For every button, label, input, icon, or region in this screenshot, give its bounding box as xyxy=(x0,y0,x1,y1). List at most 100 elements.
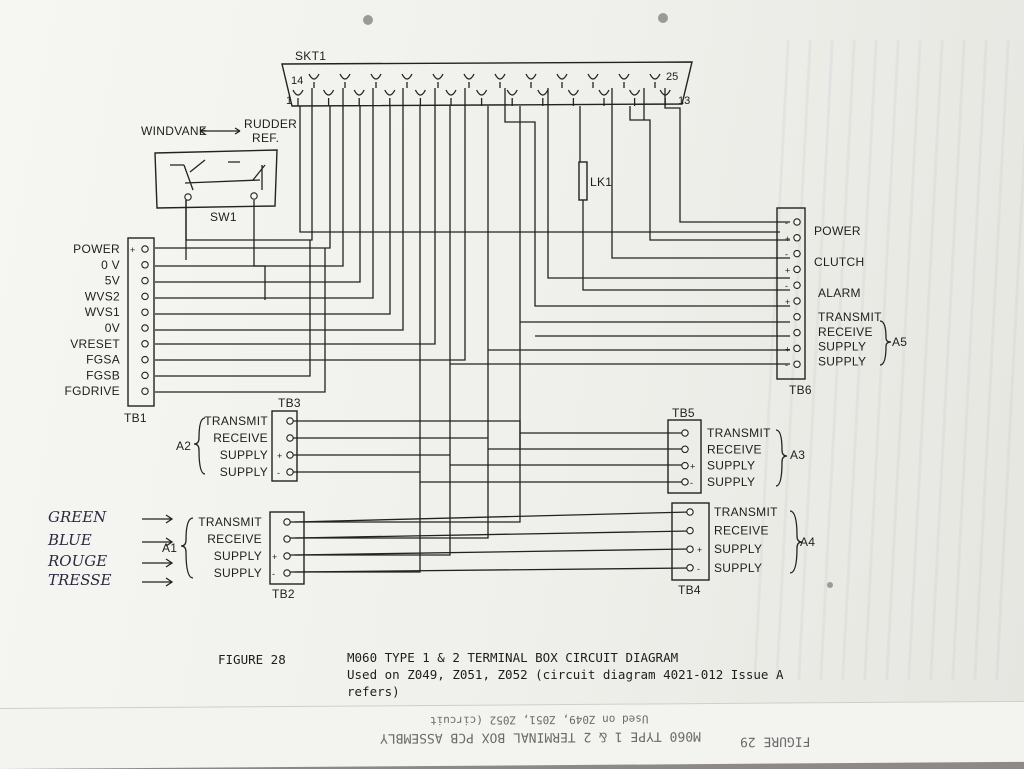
skt1-pin-14: 14 xyxy=(291,75,303,87)
skt1-pin-1: 1 xyxy=(286,95,292,107)
wire-trace xyxy=(155,88,344,267)
skt1-top-pin xyxy=(339,73,351,88)
skt1-bottom-pin xyxy=(445,89,457,106)
tb5-terminal xyxy=(681,478,689,486)
wire-trace xyxy=(292,420,685,434)
skt1-bottom-pin xyxy=(292,89,304,106)
handwritten-note: GREEN xyxy=(48,508,107,526)
tb6-terminal xyxy=(793,265,801,274)
tb1-terminal xyxy=(141,245,149,253)
a5-brace xyxy=(879,320,892,366)
tb6-label: TB6 xyxy=(789,383,812,397)
next-figure-usage: Used on Z049, Z051, Z052 (circuit xyxy=(430,712,649,727)
tb1-terminal-label: FGSA xyxy=(86,353,120,367)
tb6-terminal xyxy=(793,344,801,353)
wire-trace xyxy=(579,106,790,291)
punch-hole-left xyxy=(363,15,373,25)
tb6-terminal xyxy=(793,249,801,258)
handwritten-note: ROUGE xyxy=(47,552,107,570)
a4-brace xyxy=(789,510,803,574)
next-page-edge: FIGURE 29 M060 TYPE 1 & 2 TERMINAL BOX P… xyxy=(0,700,1024,769)
ref-label: REF. xyxy=(252,131,279,145)
tb3-polarity-sign: - xyxy=(277,468,280,478)
tb1-terminal-label: FGSB xyxy=(86,368,120,382)
wire-trace xyxy=(155,240,311,377)
tb1-terminal-label: 5V xyxy=(105,274,120,288)
wire-trace xyxy=(504,88,790,307)
manual-page: SKT1 14 25 1 13 LK1 WINDVANE RUDDER REF.… xyxy=(0,0,1024,710)
a1-brace xyxy=(180,517,194,579)
tb6-terminal xyxy=(793,281,801,289)
skt1-bottom-pin xyxy=(567,89,579,106)
tb5-terminal-label: SUPPLY xyxy=(707,475,755,489)
tb1-terminal xyxy=(141,371,149,380)
a1-label: A1 xyxy=(162,541,177,555)
switch-contacts xyxy=(170,159,266,191)
tb4-terminal-block xyxy=(671,502,710,581)
skt1-top-pin xyxy=(618,73,630,88)
figure-usage-line2: refers) xyxy=(347,684,400,699)
wire-trace xyxy=(155,106,331,249)
skt1-pin-13: 13 xyxy=(678,95,690,107)
arrow-icon xyxy=(142,577,174,587)
wire-trace xyxy=(155,88,404,331)
skt1-bottom-pin xyxy=(537,89,549,106)
tb4-terminal-label: RECEIVE xyxy=(714,524,769,538)
skt1-bottom-pin xyxy=(323,89,335,106)
tb4-terminal xyxy=(686,564,694,572)
tb6-data-label: SUPPLY xyxy=(818,340,866,354)
tb6-polarity-sign: + xyxy=(785,297,790,307)
tb6-terminal xyxy=(793,328,801,337)
tb6-polarity-sign: + xyxy=(785,234,790,244)
tb3-terminal-block xyxy=(271,410,298,482)
tb1-terminal-label: WVS2 xyxy=(85,289,120,303)
tb5-polarity-sign: - xyxy=(690,478,693,488)
skt1-top-pin xyxy=(432,73,444,88)
tb1-terminal xyxy=(141,276,149,285)
next-figure-label: FIGURE 29 xyxy=(740,733,811,749)
tb2-terminal-label: RECEIVE xyxy=(207,532,262,546)
skt1-bottom-pin xyxy=(476,89,488,106)
tb4-polarity-sign: + xyxy=(697,545,702,555)
wire-trace xyxy=(299,106,780,233)
tb5-polarity-sign: + xyxy=(690,462,695,472)
skt1-top-pin xyxy=(556,73,568,88)
tb6-polarity-sign: - xyxy=(785,360,788,370)
tb5-terminal xyxy=(681,445,689,454)
sw1-contact-right xyxy=(250,192,258,200)
tb1-terminal xyxy=(141,340,149,348)
wire-trace xyxy=(294,548,691,556)
skt1-bottom-pin xyxy=(629,89,641,106)
wire-trace xyxy=(155,248,326,393)
wire-trace xyxy=(629,106,790,241)
tb1-label: TB1 xyxy=(124,411,147,425)
tb6-polarity-sign: + xyxy=(785,265,790,275)
tb1-terminal-label: VRESET xyxy=(70,337,120,351)
tb5-terminal-label: SUPPLY xyxy=(707,459,755,473)
lk1-label: LK1 xyxy=(590,175,612,189)
wire-trace xyxy=(290,106,521,523)
skt1-bottom-pin xyxy=(506,89,518,106)
sw1-switch-box xyxy=(154,149,278,209)
wire-trace xyxy=(155,106,391,315)
a3-label: A3 xyxy=(790,448,805,462)
tb5-terminal xyxy=(681,429,689,437)
tb3-terminal xyxy=(286,434,294,442)
arrow-icon xyxy=(142,514,174,524)
tb6-clutch-label: CLUTCH xyxy=(814,255,864,269)
tb1-terminal xyxy=(141,261,149,269)
skt1-pin-25: 25 xyxy=(666,71,678,83)
tb1-terminal-label: FGDRIVE xyxy=(65,384,120,398)
skt1-top-pin xyxy=(401,73,413,88)
skt1-top-pin xyxy=(587,73,599,88)
handwritten-note: TRESSE xyxy=(48,571,112,589)
tb3-terminal xyxy=(286,468,294,476)
tb1-terminal xyxy=(141,308,149,316)
tb5-terminal xyxy=(681,461,689,470)
tb1-terminal xyxy=(141,387,149,395)
tb2-terminal xyxy=(283,569,291,577)
